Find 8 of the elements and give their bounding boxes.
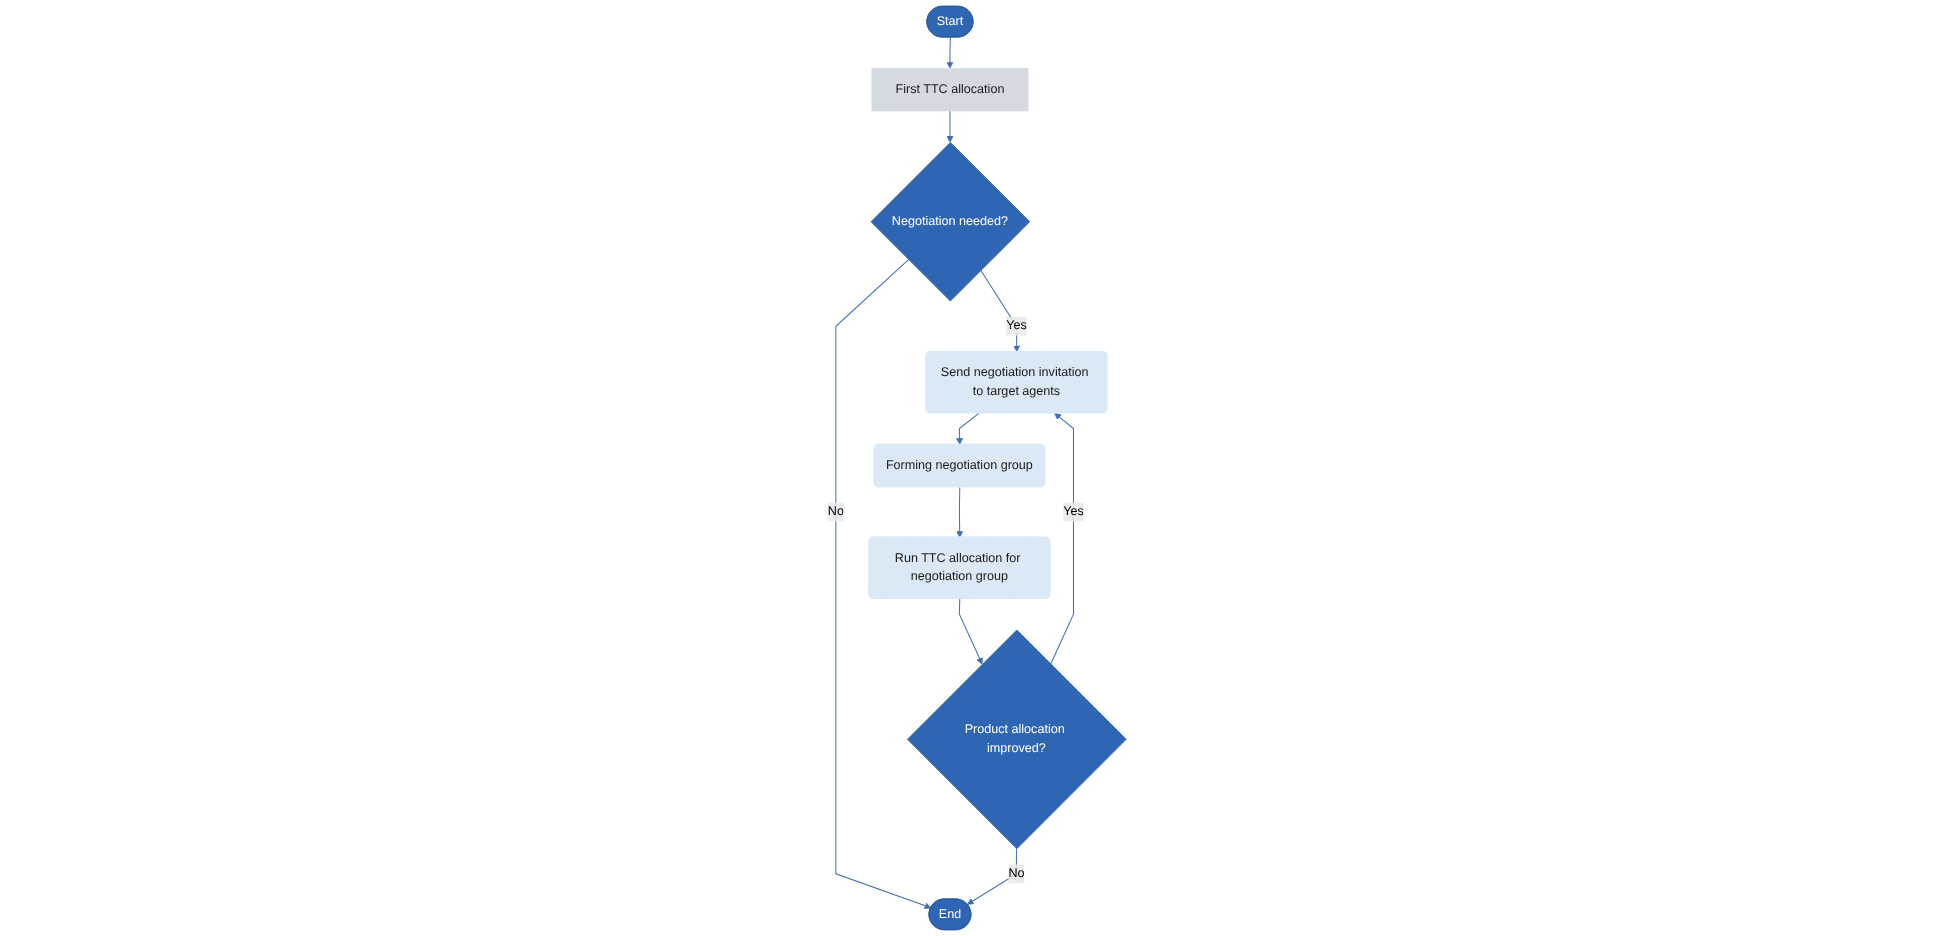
arrow	[958, 598, 983, 665]
arrow	[980, 269, 1021, 353]
arrow	[956, 412, 980, 445]
arrow	[946, 110, 954, 143]
arrow	[835, 259, 932, 910]
arrow	[1050, 412, 1074, 665]
arrow	[956, 486, 964, 538]
arrow	[946, 36, 954, 69]
